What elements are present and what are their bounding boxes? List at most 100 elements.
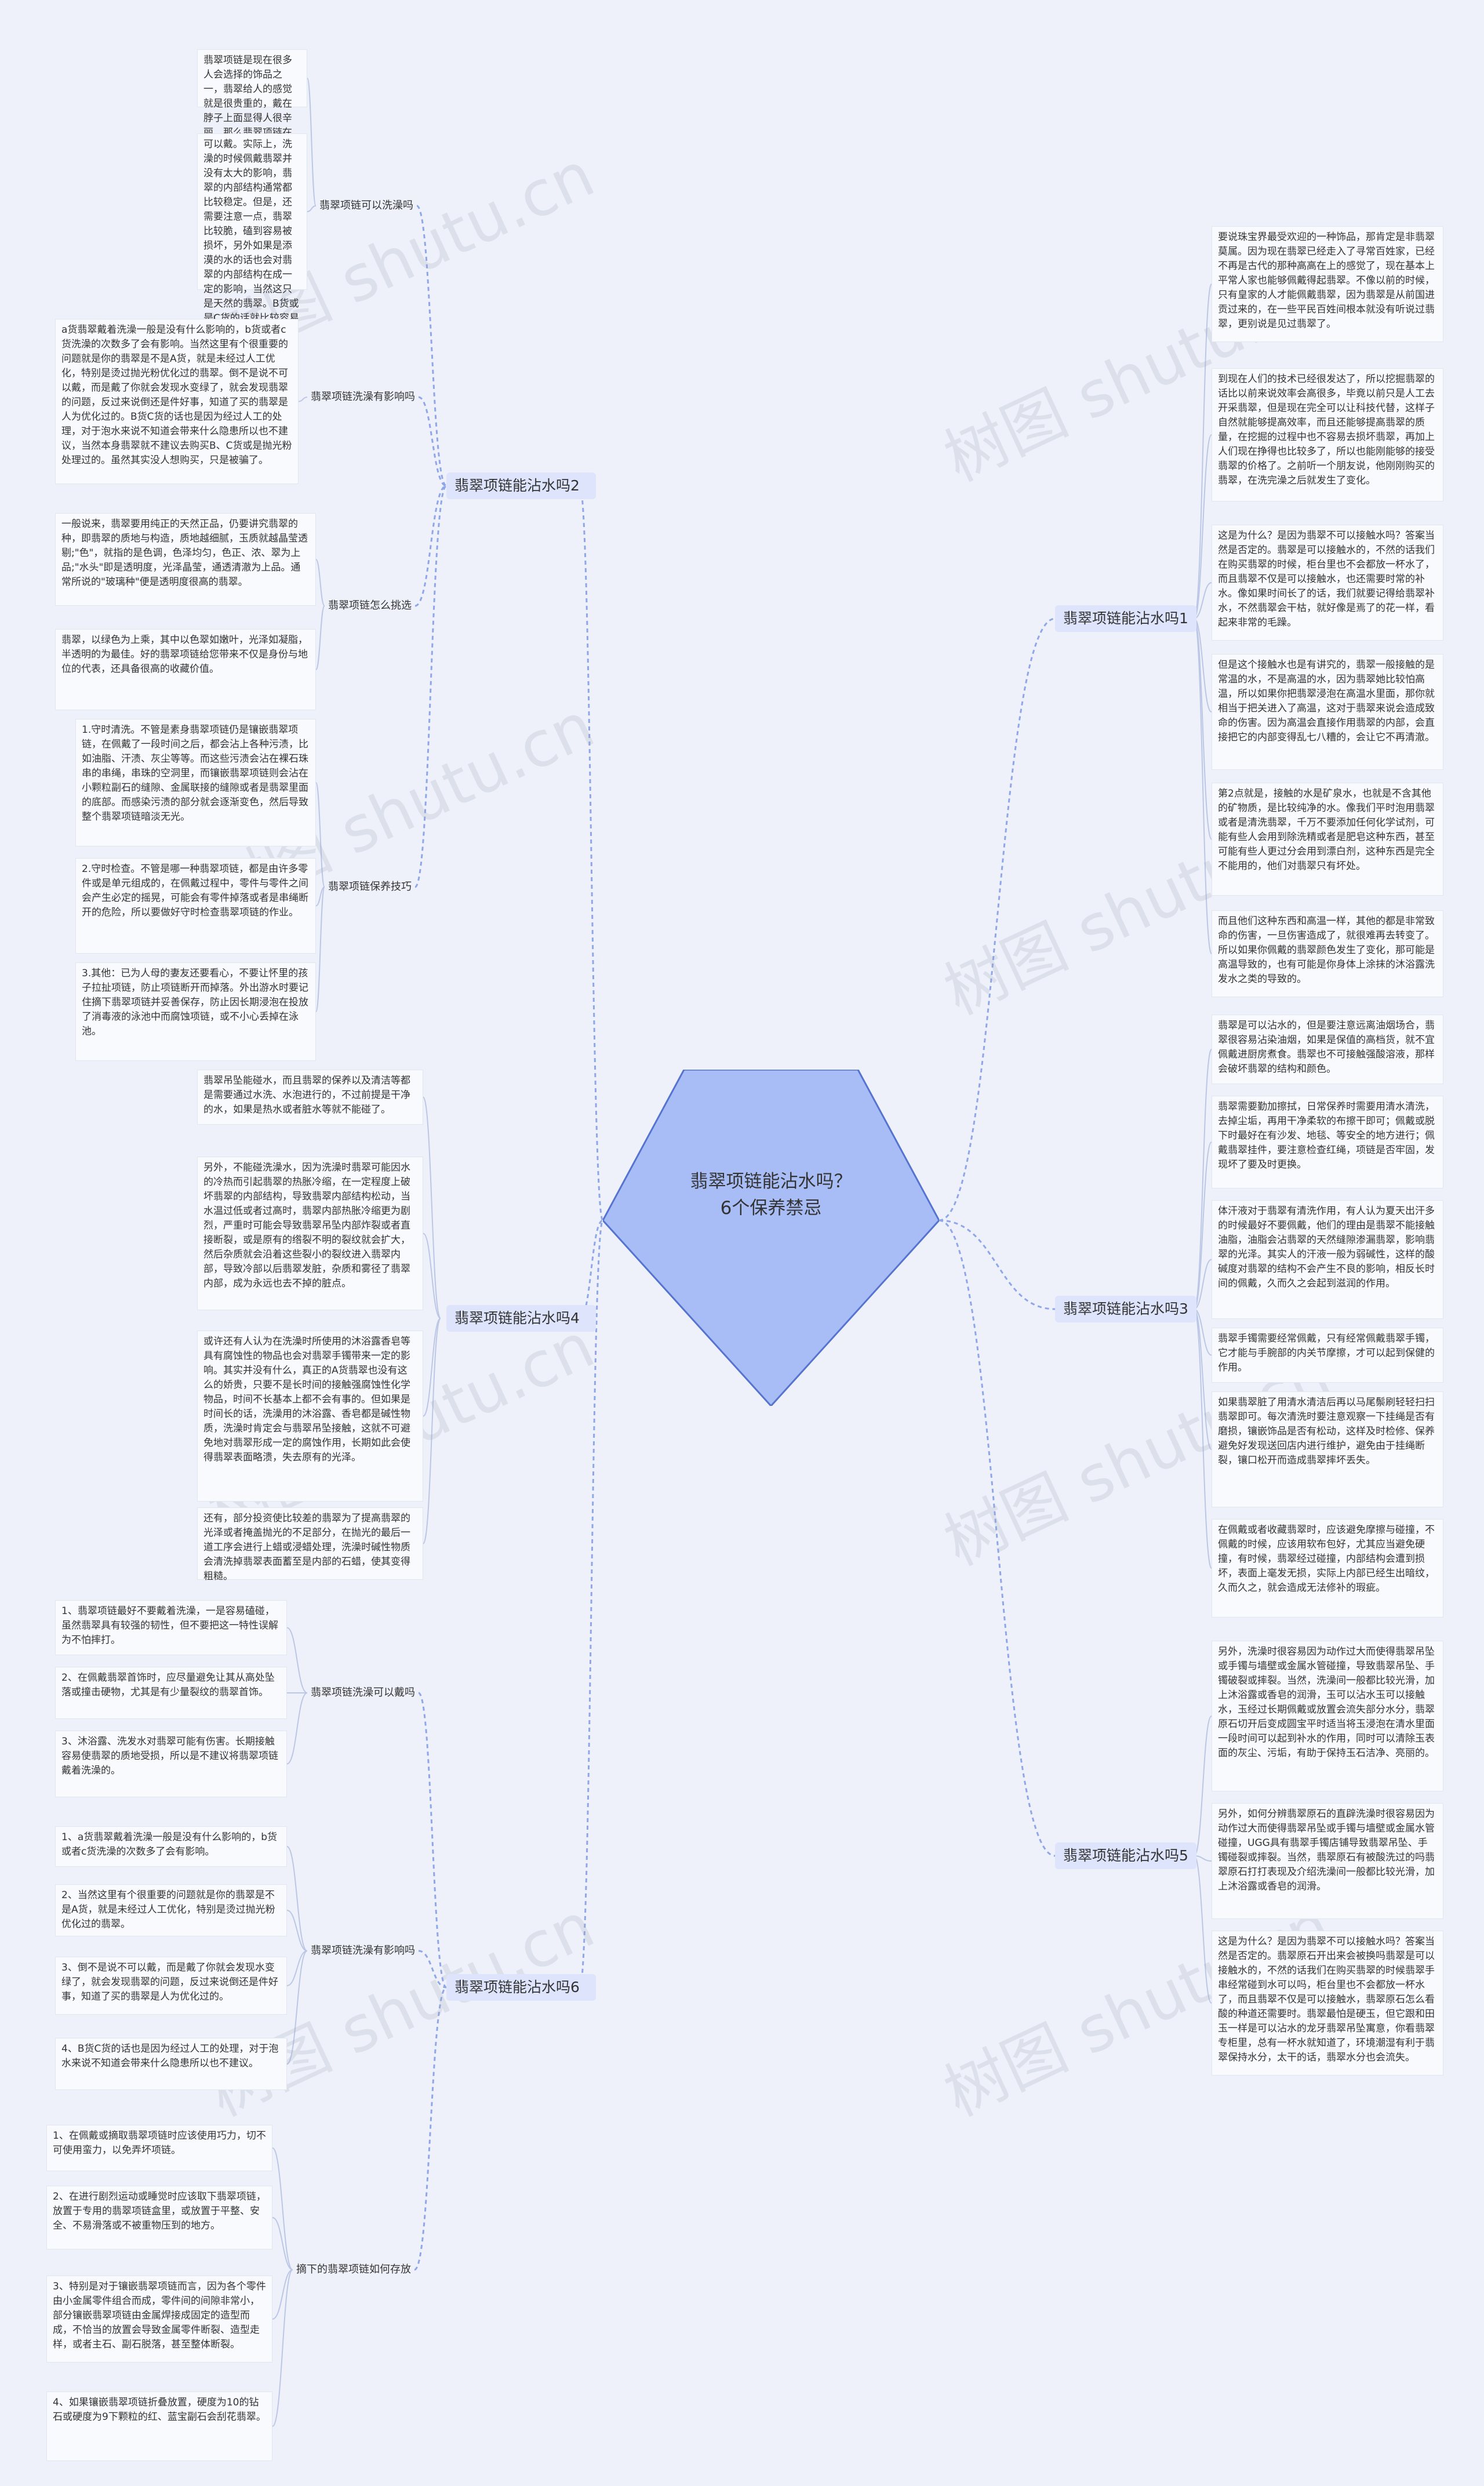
branch-node[interactable]: 翡翠项链能沾水吗4 [446,1305,596,1332]
leaf-text: 或许还有人认为在洗澡时所使用的沐浴露香皂等具有腐蚀性的物品也会对翡翠手镯带来一定… [197,1331,423,1502]
connector-line [414,1986,447,2271]
connector-line [272,2269,293,2427]
connector-line [423,1233,441,1319]
leaf-text: 如果翡翠脏了用清水清洁后再以马尾鬃刷轻轻扫扫翡翠即可。每次清洗时要注意观察一下挂… [1212,1391,1443,1507]
connector-line [315,782,325,888]
leaf-text: 1、a货翡翠戴着洗澡一般是没有什么影响的，b货或者c货洗澡的次数多了会有影响。 [55,1826,287,1867]
sub-topic[interactable]: 翡翠项链洗澡有影响吗 [311,391,415,403]
connector-line [272,2217,293,2270]
connector-line [272,2269,293,2320]
leaf-text: 但是这个接触水也是有讲究的，翡翠一般接触的是常温的水，不是高温的水，因为翡翠她比… [1212,654,1443,770]
connector-line [286,1692,308,1765]
leaf-text: 另外，不能碰洗澡水，因为洗澡时翡翠可能因水的冷热而引起翡翠的热胀冷缩，在一定程度… [197,1157,423,1310]
connector-line [417,1692,448,1989]
leaf-text: 到现在人们的技术已经很发达了，所以挖掘翡翠的话比以前来说效率会高很多，毕竟以前只… [1212,368,1443,501]
leaf-text: 在佩戴或者收藏翡翠时，应该避免摩擦与碰撞，不佩戴的时候，应该用软布包好，尤其应当… [1212,1519,1443,1618]
connector-line [1194,1309,1212,1450]
connector-line [418,1950,447,1989]
connector-line [418,396,447,487]
sub-topic[interactable]: 翡翠项链洗澡可以戴吗 [311,1687,415,1699]
sub-topic[interactable]: 翡翠项链保养技巧 [328,881,412,893]
leaf-text: 要说珠宝界最受欢迎的一种饰品，那肯定是非翡翠莫属。因为现在翡翠已经走入了寻常百姓… [1212,226,1443,342]
connector-line [1194,1049,1212,1310]
leaf-text: 翡翠手镯需要经常佩戴，只有经常佩戴翡翠手镯，它才能与手腕部的内关节摩擦，才可以起… [1212,1328,1443,1383]
connector-line [1194,618,1212,840]
connector-line [315,886,325,1012]
root-node[interactable]: 翡翠项链能沾水吗？6个保养禁忌 [603,1070,939,1406]
leaf-text: 可以戴。实际上，洗澡的时候佩戴翡翠并没有太大的影响，翡翠的内部结构通常都比较稳定… [197,133,307,484]
connector-line [939,617,1056,1222]
leaf-text: 3、倒不是说不可以戴，而是戴了你就会发现水变绿了，就会发现翡翠的问题，反过来说倒… [55,1957,287,2015]
leaf-text: 3、特别是对于镶嵌翡翠项链而言，因为各个零件由小金属零件组合而成，零件间的间隙非… [46,2276,272,2363]
leaf-text: 翡翠需要勤加擦拭，日常保养时需要用清水清洗，去掉尘垢，再用干净柔软的布擦干即可；… [1212,1096,1443,1189]
connector-line [1194,1309,1212,1569]
leaf-text: 3.其他：已为人母的妻友还要看心，不要让怀里的孩子拉扯项链，防止项链断开而掉落。… [75,962,316,1061]
leaf-text: 翡翠，以绿色为上乘，其中以色翠如嫩叶，光泽如凝脂，半透明的为最佳。好的翡翠项链给… [55,629,316,710]
connector-line [286,1950,308,2065]
leaf-text: 这是为什么？是因为翡翠不可以接触水吗？答案当然是否定的。翡翠原石开出来会被换吗翡… [1212,1931,1443,2076]
connector-line [423,1318,441,1417]
leaf-text: 体汗液对于翡翠有清洗作用，有人认为夏天出汗多的时候最好不要佩戴，他们的理由是翡翠… [1212,1200,1443,1319]
sub-topic[interactable]: 翡翠项链怎么挑选 [328,599,412,612]
connector-line [286,1846,308,1951]
branch-node[interactable]: 翡翠项链能沾水吗3 [1055,1296,1196,1322]
connector-line [1194,284,1212,619]
leaf-text: a货翡翠戴着洗澡一般是没有什么影响的，b货或者c货洗澡的次数多了会有影响。当然这… [55,319,299,484]
branch-node[interactable]: 翡翠项链能沾水吗2 [446,473,596,499]
leaf-text: 1.守时清洗。不管是素身翡翠项链仍是镶嵌翡翠项链，在佩戴了一段时间之后，都会沾上… [75,719,316,846]
connector-line [423,1096,441,1319]
leaf-text: 2、在佩戴翡翠首饰时，应尽量避免让其从高处坠落或撞击硬物，尤其是有少量裂纹的翡翠… [55,1667,287,1719]
connector-line [1194,618,1212,713]
branch-node[interactable]: 翡翠项链能沾水吗6 [446,1974,596,2001]
connector-line [298,397,308,402]
branch-node[interactable]: 翡翠项链能沾水吗5 [1055,1842,1196,1869]
leaf-text: 翡翠项链是现在很多人会选择的饰品之一，翡翠给人的感觉就是很贵重的，戴在脖子上面显… [197,49,307,168]
sub-topic[interactable]: 摘下的翡翠项链如何存放 [296,2263,411,2276]
connector-line [1194,1309,1212,1356]
root-title: 翡翠项链能沾水吗？6个保养禁忌 [690,1171,852,1219]
leaf-text: 翡翠吊坠能碰水，而且翡翠的保养以及清洁等都是需要通过水洗、水泡进行的，不过前提是… [197,1070,423,1125]
connector-line [1194,1716,1212,1856]
connector-line [414,485,448,888]
connector-line [286,1627,308,1693]
leaf-text: 3、沐浴露、洗发水对翡翠可能有伤害。长期接触容易使翡翠的质地受损，所以是不建议将… [55,1731,287,1797]
connector-line [307,78,317,206]
sub-topic[interactable]: 翡翠项链洗澡有影响吗 [311,1945,415,1957]
connector-line [579,1219,604,1989]
leaf-text: 1、在佩戴或摘取翡翠项链时应该使用巧力，切不可使用蛮力，以免弄坏项链。 [46,2125,272,2171]
leaf-text: 而且他们这种东西和高温一样，其他的都是非常致命的伤害，一旦伤害造成了，就很难再去… [1212,910,1443,997]
connector-line [307,205,317,212]
sub-topic[interactable]: 翡翠项链可以洗澡吗 [319,199,413,212]
leaf-text: 还有，部分投资使比较差的翡翠为了提高翡翠的光泽或者掩盖抛光的不足部分，在抛光的最… [197,1507,423,1582]
connector-line [579,485,604,1222]
connector-line [1194,582,1212,619]
connector-line [315,559,325,606]
connector-line [416,205,448,487]
connector-line [286,1950,308,1986]
connector-line [423,1318,441,1544]
connector-line [939,1219,1056,1857]
leaf-text: 一般说来，翡翠要用纯正的天然正品，仍要讲究翡翠的种，即翡翠的质地与构造，质地越细… [55,513,316,606]
leaf-text: 第2点就是，接触的水是矿泉水，也就是不含其他的矿物质，是比较纯净的水。像我们平时… [1212,783,1443,896]
connector-line [315,605,325,670]
connector-line [1194,1142,1212,1310]
connector-line [579,1219,603,1320]
leaf-text: 这是为什么？是因为翡翠不可以接触水吗？答案当然是否定的。翡翠是可以接触水的，不然… [1212,525,1443,641]
leaf-text: 翡翠是可以沾水的，但是要注意远离油烟场合，翡翠很容易沾染油烟，如果是保值的高档货… [1212,1015,1443,1084]
connector-line [315,886,325,907]
leaf-text: 4、B货C货的话也是因为经过人工的处理，对于泡水来说不知道会带来什么隐患所以也不… [55,2038,287,2090]
leaf-text: 2.守时检查。不管是哪一种翡翠项链，都是由许多零件或是单元组成的，在佩戴过程中，… [75,858,316,954]
leaf-text: 1、翡翠项链最好不要戴着洗澡，一是容易磕碰，虽然翡翠具有较强的韧性，但不要把这一… [55,1600,287,1655]
leaf-text: 另外，如何分辨翡翠原石的直辟洗澡时很容易因为动作过大而使得翡翠吊坠或手镯与墙壁或… [1212,1803,1443,1919]
connector-line [272,2147,293,2270]
connector-line [939,1219,1056,1310]
connector-line [1194,618,1212,954]
root-pentagon-shape [603,1070,939,1406]
leaf-text: 另外，洗澡时很容易因为动作过大而使得翡翠吊坠或手镯与墙壁或金属水管碰撞，导致翡翠… [1212,1641,1443,1791]
connector-line [1194,434,1212,619]
connector-line [414,485,447,607]
leaf-text: 2、当然这里有个很重要的问题就是你的翡翠是不是A货，就是未经过人工优化，特别是烫… [55,1884,287,1936]
connector-line [1194,1855,1212,2004]
branch-node[interactable]: 翡翠项链能沾水吗1 [1055,605,1196,632]
